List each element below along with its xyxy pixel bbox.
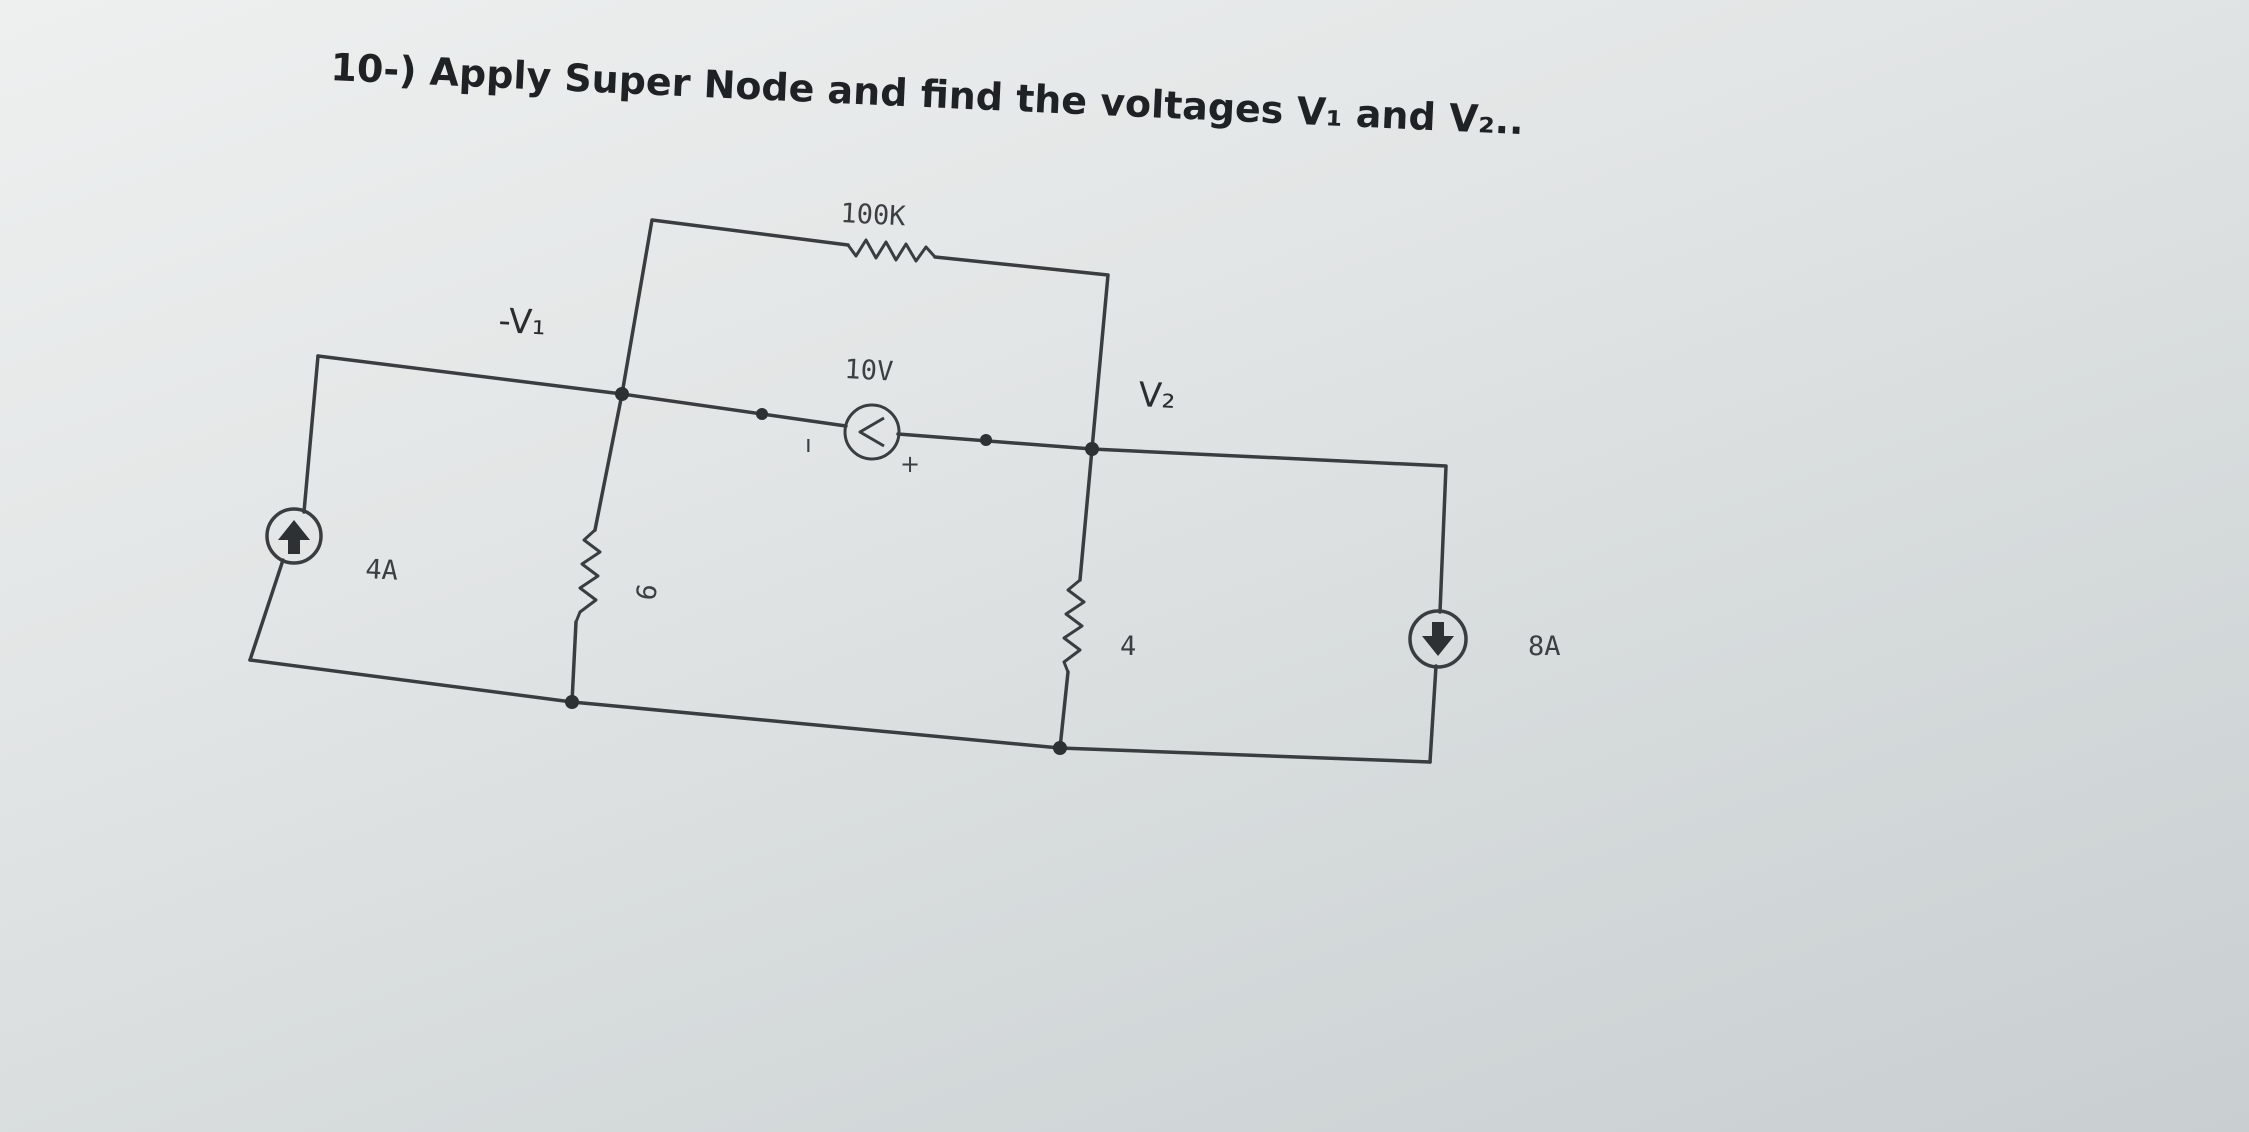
wire-bottom: [248, 658, 1432, 764]
node-dot-bottom-left: [565, 695, 579, 709]
wire-left-vertical: [248, 354, 320, 662]
node-dot-bottom-right: [1053, 741, 1067, 755]
node-label-v1: -V₁: [498, 301, 547, 343]
wire-middle-right: [896, 432, 1094, 451]
node-dot-source-right: [980, 434, 992, 446]
circuit-wires: [248, 218, 1448, 764]
wire-right-vertical: [1090, 447, 1448, 764]
wire-middle-left: [620, 392, 848, 428]
wire-left-top: [316, 354, 624, 396]
node-dot-source-left: [756, 408, 768, 420]
resistor-6ohm: [574, 528, 602, 623]
arrow-up-icon: [278, 520, 310, 554]
resistor-4ohm: [1062, 578, 1086, 673]
label-8a: 8A: [1528, 631, 1561, 662]
label-source-plus: +: [900, 450, 920, 478]
wire-top-bridge: [620, 218, 1110, 451]
node-label-v2: V₂: [1138, 375, 1177, 417]
label-100k: 100K: [840, 198, 907, 232]
voltage-source-10v: [843, 403, 901, 461]
node-dot-v1: [615, 387, 629, 401]
label-10v: 10V: [844, 354, 894, 388]
label-4a: 4A: [365, 554, 399, 587]
label-4ohm: 4: [1120, 631, 1136, 662]
label-6ohm: 6: [631, 581, 664, 602]
label-source-minus: ı: [805, 430, 812, 458]
node-dot-v2: [1085, 442, 1099, 456]
wire-4ohm-branch: [1058, 447, 1094, 750]
current-source-4a: [265, 507, 323, 565]
resistor-100k: [846, 238, 937, 263]
problem-title: 10-) Apply Super Node and find the volta…: [330, 45, 1525, 143]
wire-6ohm-branch: [570, 392, 624, 704]
arrow-down-icon: [1422, 622, 1454, 656]
current-source-8a: [1408, 609, 1468, 669]
